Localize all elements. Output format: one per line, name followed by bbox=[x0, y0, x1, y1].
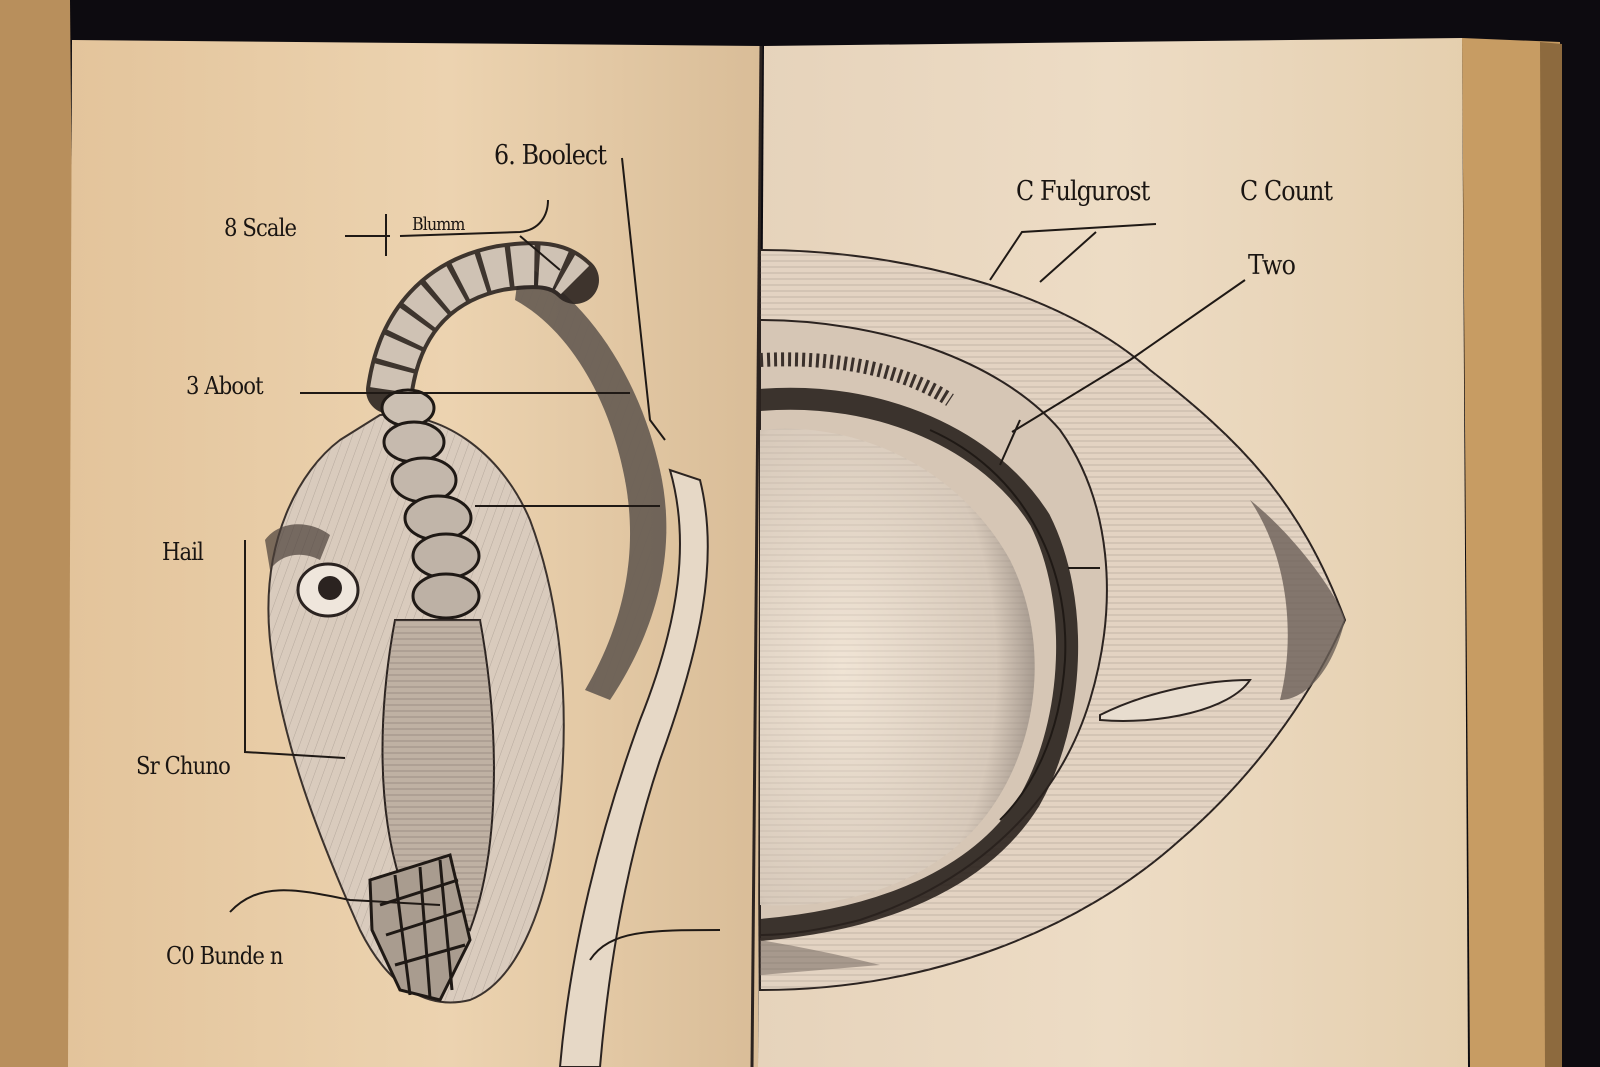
right-leader-lines bbox=[989, 223, 1246, 569]
label-sr-chuno: Sr Chuno bbox=[136, 752, 231, 780]
label-c-count: C Count bbox=[1240, 176, 1333, 207]
label-boolect: 6. Boolect bbox=[494, 140, 607, 171]
label-bar: Blumm bbox=[412, 214, 465, 235]
book-cover bbox=[0, 0, 1562, 1067]
label-bunde: C0 Bunde n bbox=[166, 942, 283, 970]
vertebrae bbox=[380, 388, 481, 620]
gutter bbox=[750, 45, 763, 1067]
label-hail: Hail bbox=[162, 538, 204, 566]
grid-section bbox=[368, 853, 472, 1002]
left-anatomy-drawing bbox=[229, 157, 721, 1067]
label-scale: 8 Scale bbox=[224, 214, 297, 242]
right-eye-drawing bbox=[759, 223, 1347, 992]
label-c-fulgurost: C Fulgurost bbox=[1016, 176, 1150, 207]
left-leader-lines bbox=[229, 157, 721, 961]
label-abort: 3 Aboot bbox=[186, 372, 264, 400]
label-two: Two bbox=[1248, 250, 1296, 281]
